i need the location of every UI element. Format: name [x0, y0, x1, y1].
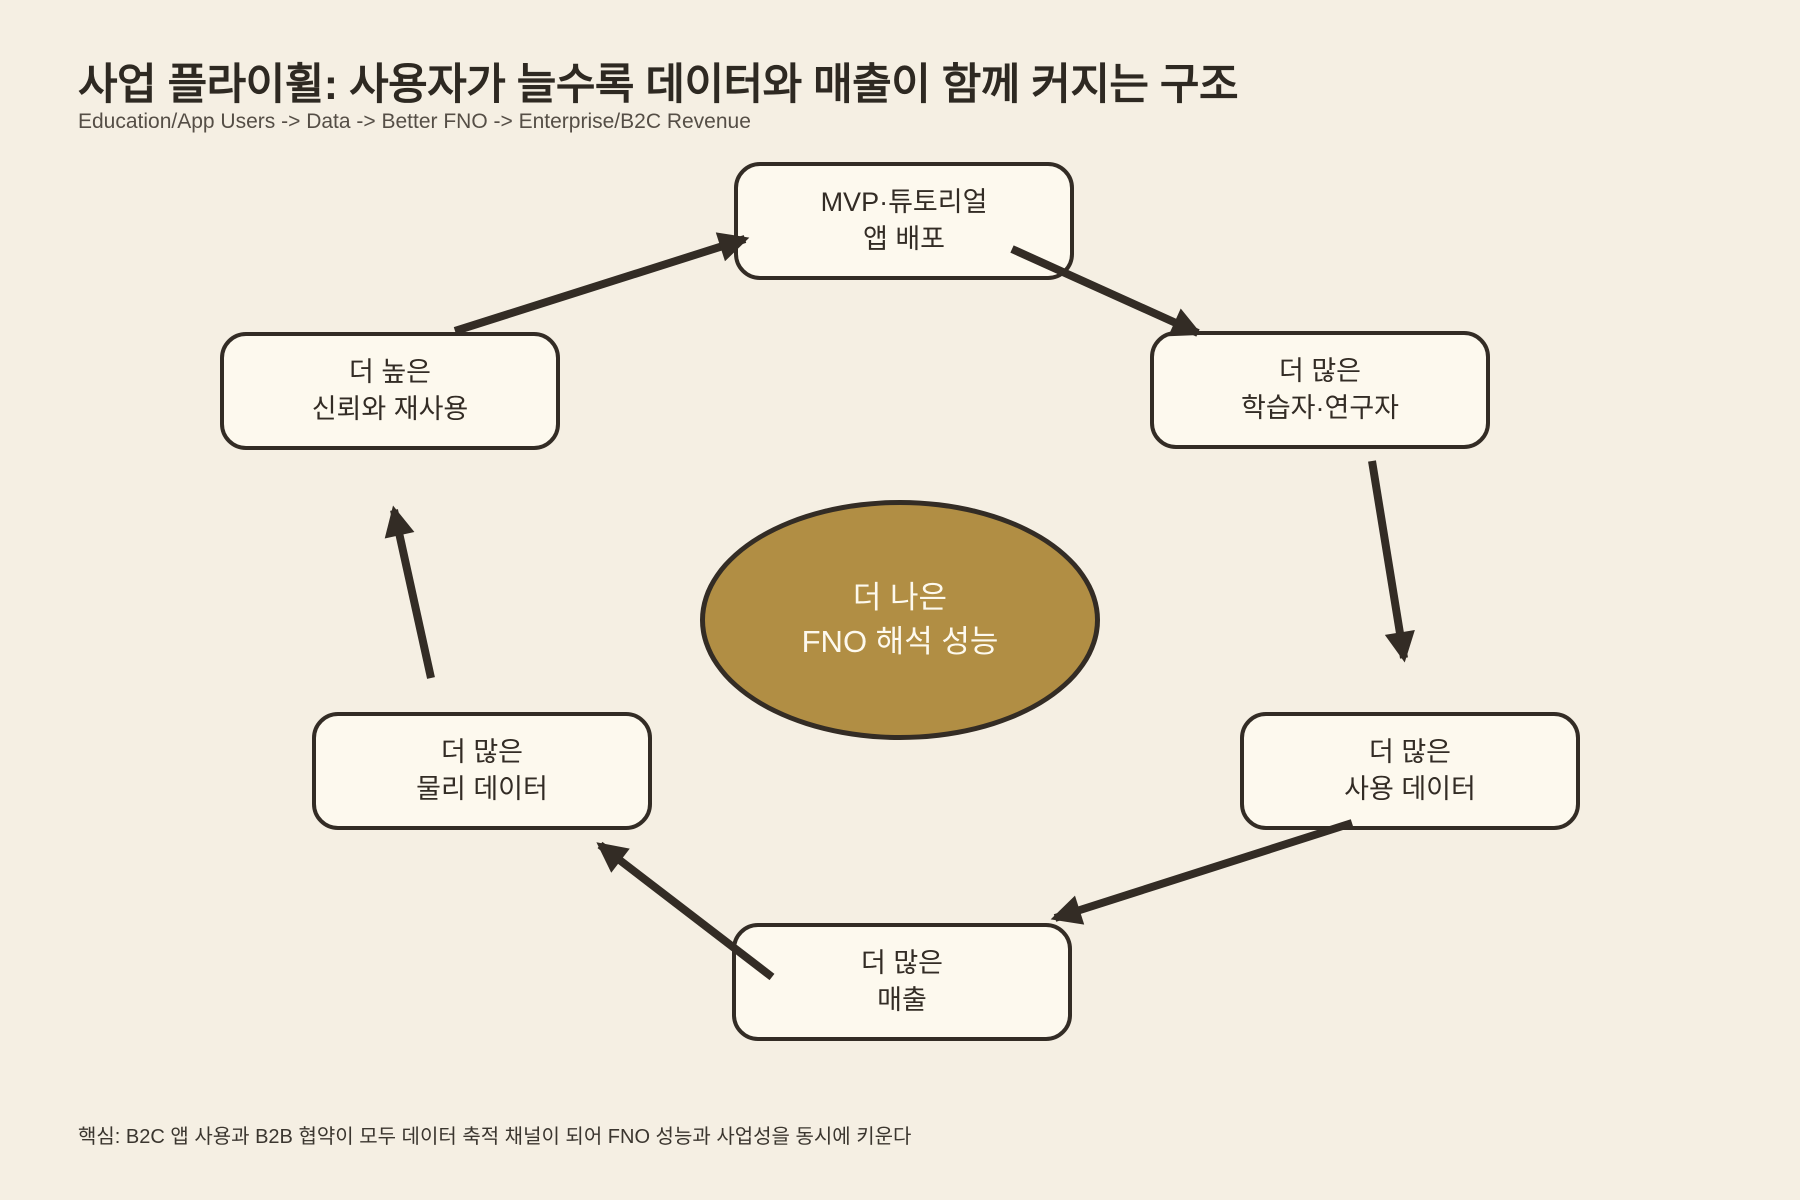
- hub-label-line2: FNO 해석 성능: [801, 624, 999, 659]
- node-label-line2: 신뢰와 재사용: [311, 394, 469, 424]
- node-more-physics-data: 더 많은 물리 데이터: [312, 712, 652, 830]
- center-hub-ellipse: 더 나은 FNO 해석 성능: [700, 500, 1100, 740]
- node-label-line2: 앱 배포: [862, 224, 946, 254]
- node-label-line1: MVP·튜토리얼: [820, 186, 988, 217]
- node-more-learners: 더 많은 학습자·연구자: [1150, 331, 1490, 449]
- hub-label-line1: 더 나은: [852, 579, 948, 615]
- arrow-physics-to-trust: [384, 505, 435, 679]
- node-label-line1: 더 많은: [1278, 355, 1362, 386]
- node-label-line2: 매출: [877, 985, 927, 1015]
- node-more-usage-data: 더 많은 사용 데이터: [1240, 712, 1580, 830]
- page-subtitle: Education/App Users -> Data -> Better FN…: [78, 110, 751, 133]
- page-title: 사업 플라이휠: 사용자가 늘수록 데이터와 매출이 함께 커지는 구조: [78, 61, 1239, 109]
- arrow-trust-to-deploy: [453, 232, 750, 335]
- key-takeaway-note: 핵심: B2C 앱 사용과 B2B 협약이 모두 데이터 축적 채널이 되어 F…: [78, 1126, 912, 1148]
- arrow-learners-to-usage: [1368, 460, 1415, 663]
- node-label-line1: 더 높은: [348, 356, 432, 387]
- arrow-usage-to-revenue: [1050, 819, 1354, 925]
- node-mvp-deploy: MVP·튜토리얼 앱 배포: [734, 162, 1074, 280]
- node-label-line1: 더 많은: [860, 947, 944, 978]
- node-higher-trust: 더 높은 신뢰와 재사용: [220, 332, 560, 450]
- node-label-line1: 더 많은: [440, 736, 524, 767]
- node-label-line1: 더 많은: [1368, 736, 1452, 767]
- node-label-line2: 물리 데이터: [416, 774, 548, 804]
- node-label-line2: 학습자·연구자: [1240, 393, 1400, 423]
- node-label-line2: 사용 데이터: [1344, 774, 1476, 804]
- node-more-revenue: 더 많은 매출: [732, 923, 1072, 1041]
